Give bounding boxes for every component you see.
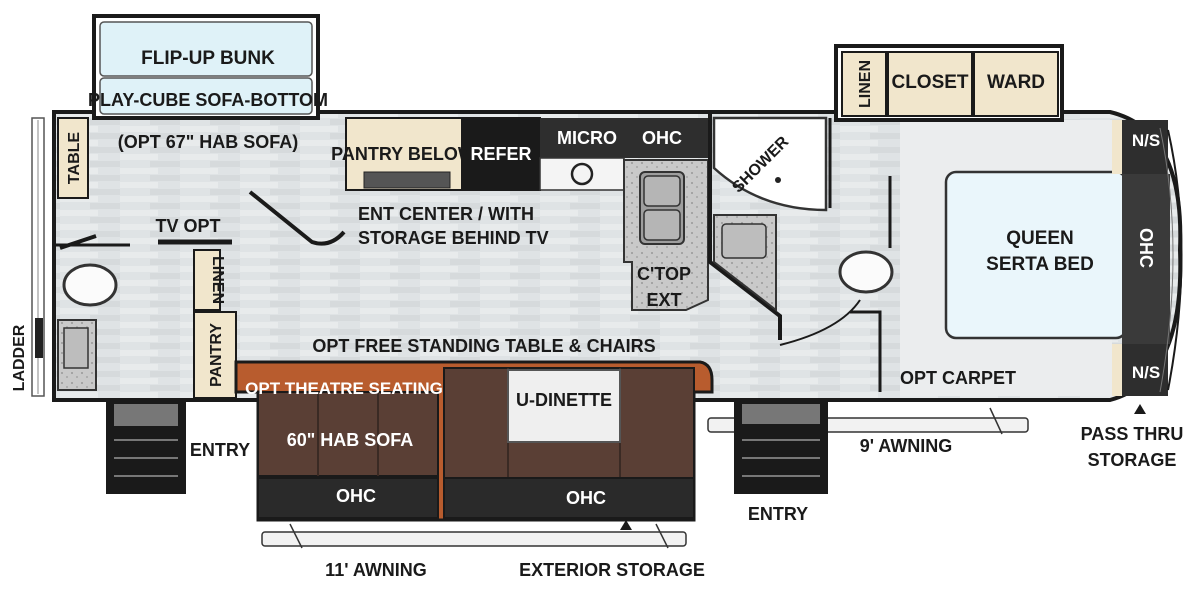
label-entry-right: ENTRY — [748, 504, 808, 524]
label-awning-11: 11' AWNING — [325, 560, 427, 580]
label-ohc-sofa: OHC — [336, 486, 376, 506]
ladder — [31, 117, 45, 397]
rear-table — [57, 117, 89, 199]
exterior-storage-marker — [620, 520, 632, 530]
label-refer: REFER — [470, 144, 531, 164]
label-play-cube: PLAY-CUBE SOFA-BOTTOM — [88, 90, 328, 110]
pass-thru-marker — [1134, 404, 1146, 414]
label-closet: CLOSET — [891, 72, 968, 93]
label-entry-left: ENTRY — [190, 440, 250, 460]
pantry-left-cabinet — [193, 311, 237, 399]
awning-11 — [261, 523, 687, 549]
linen-left-cabinet — [193, 249, 221, 311]
label-linen-top: LINEN — [857, 60, 874, 108]
label-ladder: LADDER — [11, 324, 28, 391]
label-ohc-dinette: OHC — [566, 488, 606, 508]
label-table: TABLE — [66, 132, 83, 184]
main-bath — [708, 112, 894, 392]
label-ns-top: N/S — [1132, 131, 1160, 150]
ent-center-door — [248, 190, 346, 246]
label-opt-hab-sofa: (OPT 67" HAB SOFA) — [118, 132, 299, 152]
label-tv-opt: TV OPT — [155, 216, 220, 236]
label-opt-carpet: OPT CARPET — [900, 368, 1016, 388]
label-pass-thru-1: PASS THRU — [1081, 424, 1184, 444]
label-awning-9: 9' AWNING — [860, 436, 953, 456]
bunk-slideout — [92, 14, 320, 120]
label-ohc-bed: OHC — [1136, 228, 1156, 268]
rear-bath — [55, 243, 130, 391]
bedroom — [834, 44, 1183, 396]
label-u-dinette: U-DINETTE — [516, 390, 612, 410]
label-ctop-1: C'TOP — [637, 264, 691, 284]
label-pantry-below: PANTRY BELOW — [331, 144, 475, 164]
label-opt-theatre: OPT THEATRE SEATING — [245, 379, 443, 398]
kitchen-row — [345, 117, 710, 191]
label-ns-bottom: N/S — [1132, 363, 1160, 382]
label-linen-left: LINEN — [209, 256, 226, 304]
label-ohc-kitchen: OHC — [642, 128, 682, 148]
label-exterior-storage: EXTERIOR STORAGE — [519, 560, 705, 580]
entry-steps-left — [106, 398, 186, 494]
label-flip-up-bunk: FLIP-UP BUNK — [141, 48, 275, 69]
label-queen-1: QUEEN — [1006, 228, 1074, 249]
label-ent-center-2: STORAGE BEHIND TV — [358, 228, 549, 248]
label-ent-center-1: ENT CENTER / WITH — [358, 204, 534, 224]
label-hab-sofa: 60" HAB SOFA — [287, 430, 414, 450]
sofa-slideout — [234, 360, 714, 522]
label-ctop-2: EXT — [646, 290, 681, 310]
label-pass-thru-2: STORAGE — [1088, 450, 1177, 470]
kitchen-counter — [623, 159, 709, 311]
label-queen-2: SERTA BED — [986, 254, 1094, 275]
entry-steps-right — [734, 398, 828, 494]
label-micro: MICRO — [557, 128, 617, 148]
label-ward: WARD — [987, 72, 1045, 93]
label-pantry-left: PANTRY — [208, 323, 225, 387]
label-opt-table: OPT FREE STANDING TABLE & CHAIRS — [312, 336, 655, 356]
